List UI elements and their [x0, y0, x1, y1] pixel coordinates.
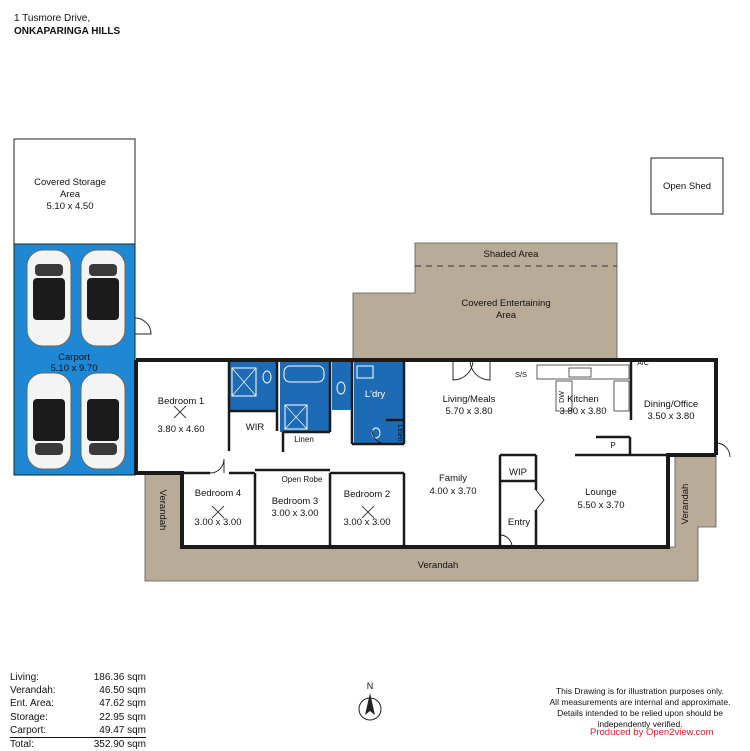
covered-storage-area: [13, 138, 136, 245]
property-header: 1 Tusmore Drive, ONKAPARINGA HILLS: [14, 12, 120, 38]
disclaimer-line: independently verified.: [597, 719, 683, 729]
open-shed: [650, 157, 724, 215]
kitchen-bench: [536, 364, 630, 380]
area-value: 49.47 sqm: [99, 724, 146, 736]
area-summary: Living: 186.36 sqm Verandah: 46.50 sqm Ent…: [10, 671, 146, 751]
family-dims: 4.00 x 3.70: [429, 486, 476, 497]
bedroom1-label: Bedroom 1: [158, 396, 204, 407]
area-row: Carport: 49.47 sqm: [10, 724, 146, 737]
car-icon: [80, 372, 126, 470]
toilet-icon: [262, 370, 272, 384]
ensuite-area: [229, 362, 277, 410]
compass-north-label: N: [367, 681, 374, 691]
disclaimer-line: Details intended to be relied upon shoul…: [557, 708, 723, 718]
bedroom3-label: Bedroom 3: [272, 496, 318, 507]
kitchen-dims: 3.80 x 3.80: [559, 406, 606, 417]
disclaimer-line: All measurements are internal and approx…: [549, 697, 731, 707]
wir-label: WIR: [246, 422, 265, 433]
ss-label: S/S: [515, 370, 527, 379]
living-meals-dims: 5.70 x 3.80: [445, 406, 492, 417]
disclaimer-line: This Drawing is for illustration purpose…: [555, 686, 725, 696]
linen-label: Linen: [294, 435, 314, 444]
area-label: Verandah:: [10, 685, 56, 697]
lounge-label: Lounge: [585, 487, 617, 498]
area-value: 46.50 sqm: [99, 685, 146, 697]
disclaimer-text: This Drawing is for illustration purpose…: [545, 686, 735, 730]
area-value: 22.95 sqm: [99, 711, 146, 723]
area-label: Storage:: [10, 711, 48, 723]
covered-storage-dims: 5.10 x 4.50: [46, 201, 93, 212]
bedroom3-dims: 3.00 x 3.00: [271, 508, 318, 519]
car-icon: [80, 249, 126, 347]
open-shed-label: Open Shed: [663, 181, 711, 192]
verandah-bottom-label: Verandah: [418, 560, 459, 571]
shower-icon: [231, 367, 257, 397]
dining-office-dims: 3.50 x 3.80: [647, 411, 694, 422]
car-icon: [26, 372, 72, 470]
produced-by-link[interactable]: Produced by Open2view.com: [590, 727, 714, 738]
area-label: Carport:: [10, 724, 47, 736]
pantry-label: P: [610, 441, 615, 450]
shaded-area-label: Shaded Area: [484, 249, 540, 260]
area-label: Ent. Area:: [10, 698, 54, 710]
dining-office-label: Dining/Office: [644, 399, 698, 410]
wip-label: WIP: [509, 467, 527, 478]
sink-icon: [568, 367, 592, 378]
linen-label: Linen: [396, 424, 403, 441]
kitchen-bench: [613, 380, 630, 412]
car-icon: [26, 249, 72, 347]
covered-entertaining-label: Area: [496, 310, 517, 321]
area-total-row: Total: 352.90 sqm: [10, 737, 146, 751]
open-robe-label: Open Robe: [282, 475, 323, 484]
bedroom2-dims: 3.00 x 3.00: [343, 517, 390, 528]
area-row: Storage: 22.95 sqm: [10, 711, 146, 724]
toilet-icon: [336, 381, 346, 395]
ceiling-fan-icon: [173, 405, 375, 519]
verandah-right-label: Verandah: [680, 484, 691, 525]
covered-entertaining-label: Covered Entertaining: [461, 298, 550, 309]
laundry-label: L'dry: [365, 389, 386, 400]
dishwasher-label: DW: [559, 391, 566, 403]
area-value: 352.90 sqm: [93, 739, 146, 751]
lounge-dims: 5.50 x 3.70: [577, 500, 624, 511]
bedroom2-label: Bedroom 2: [344, 489, 390, 500]
carport-label: Carport: [58, 352, 90, 363]
covered-storage-label: Area: [60, 189, 81, 200]
shower-icon: [284, 404, 308, 430]
bedroom1-dims: 3.80 x 4.60: [157, 424, 204, 435]
carport-door-arc: [134, 317, 152, 335]
area-row: Ent. Area: 47.62 sqm: [10, 697, 146, 710]
laundry-area: [354, 362, 404, 444]
covered-storage-label: Covered Storage: [34, 177, 106, 188]
bathroom-area: [280, 362, 330, 432]
toilet-area: [332, 362, 352, 410]
area-value: 47.62 sqm: [99, 698, 146, 710]
bedroom4-dims: 3.00 x 3.00: [194, 517, 241, 528]
area-row: Verandah: 46.50 sqm: [10, 684, 146, 697]
family-label: Family: [439, 473, 467, 484]
ac-label: A/C: [637, 360, 649, 367]
area-label: Total:: [10, 739, 34, 751]
living-meals-label: Living/Meals: [443, 394, 496, 405]
entry-label: Entry: [508, 517, 530, 528]
carport-dims: 5.10 x 9.70: [50, 363, 97, 374]
kitchen-label: Kitchen: [567, 394, 599, 405]
bedroom4-label: Bedroom 4: [195, 488, 241, 499]
bathtub-icon: [283, 365, 325, 383]
kitchen-island: [555, 380, 573, 412]
laundry-tub-icon: [356, 365, 374, 379]
north-compass-icon: N: [358, 681, 382, 721]
verandah-left-label: Verandah: [157, 490, 168, 531]
area-row: Living: 186.36 sqm: [10, 671, 146, 684]
suburb-line: ONKAPARINGA HILLS: [14, 26, 121, 37]
area-value: 186.36 sqm: [93, 672, 146, 683]
area-label: Living:: [10, 672, 39, 683]
address-line: 1 Tusmore Drive,: [14, 13, 91, 24]
